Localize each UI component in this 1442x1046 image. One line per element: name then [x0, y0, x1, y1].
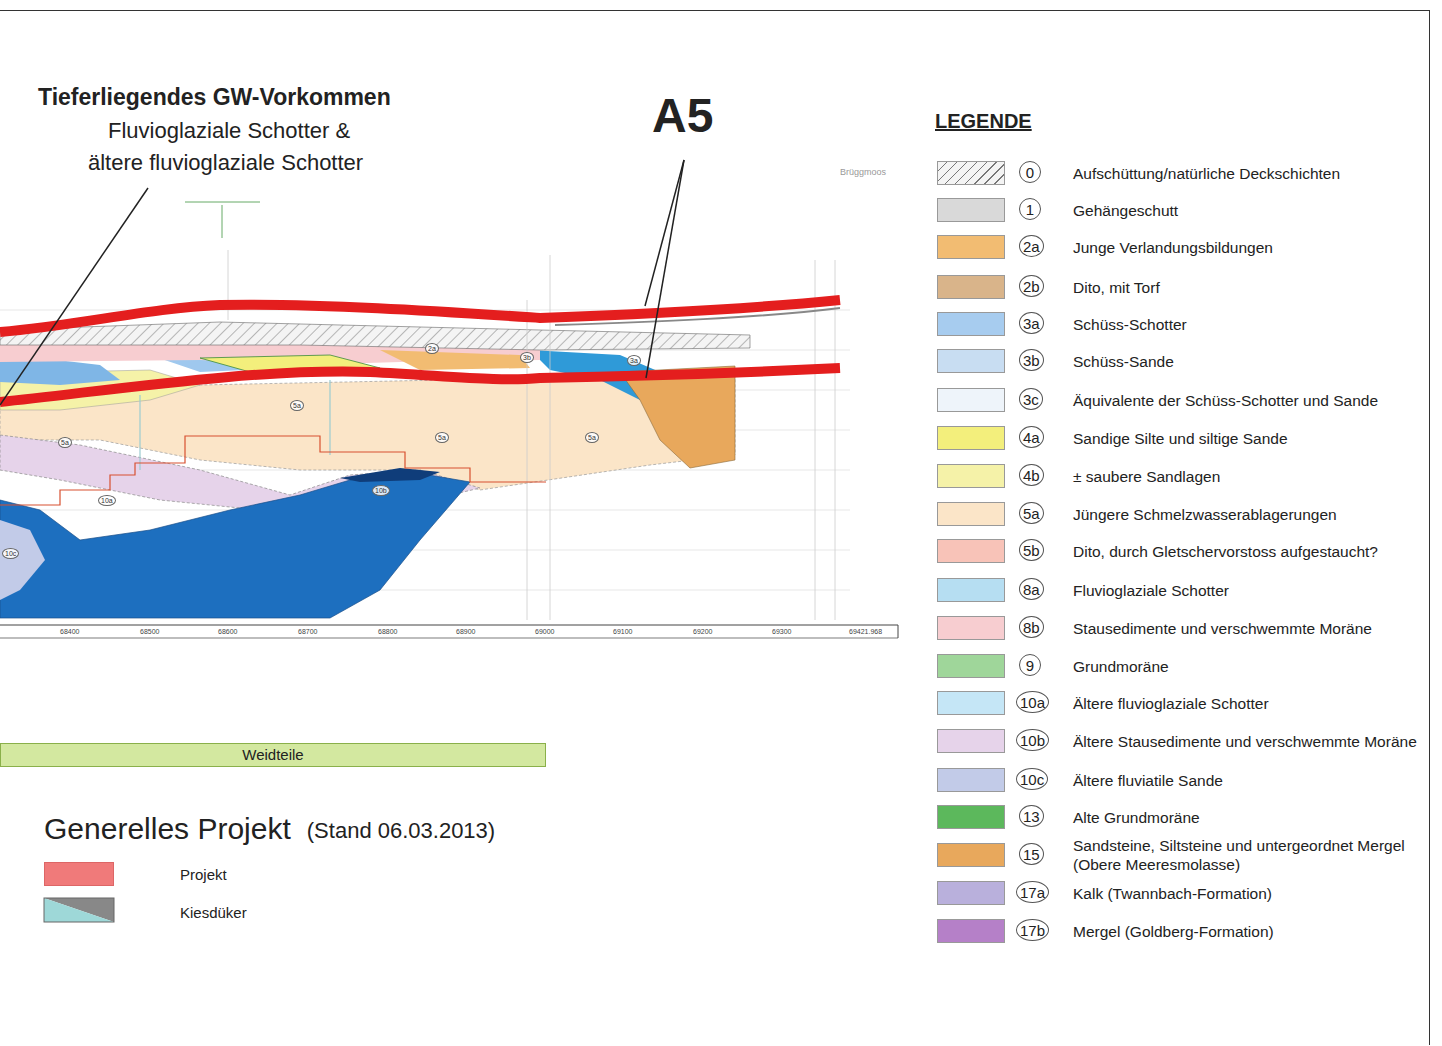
legend-number: 8a — [1019, 578, 1044, 600]
legend-swatch — [937, 843, 1005, 867]
legend-text: Aufschüttung/natürliche Deckschichten — [1073, 164, 1423, 183]
legend-swatch — [937, 349, 1005, 373]
legend-text: Gehängeschutt — [1073, 201, 1423, 220]
legend-number: 8b — [1019, 616, 1044, 638]
place-label: Brüggmoos — [840, 167, 886, 177]
legend-number: 3b — [1019, 349, 1044, 371]
legend-swatch — [937, 768, 1005, 792]
axis-label: 69100 — [613, 628, 632, 635]
legend-text: Äquivalente der Schüss-Schotter und Sand… — [1073, 391, 1423, 410]
legend-number: 17b — [1016, 919, 1049, 941]
legend-number: 4a — [1019, 426, 1044, 448]
legend-number: 13 — [1019, 805, 1044, 827]
layer-callout: 10b — [372, 485, 390, 496]
heading-label: Tieferliegendes GW-Vorkommen — [38, 84, 391, 111]
date-label: (Stand 06.03.2013) — [307, 818, 495, 844]
legend-swatch — [937, 691, 1005, 715]
legend-text: Schüss-Schotter — [1073, 315, 1423, 334]
legend-text: Mergel (Goldberg-Formation) — [1073, 922, 1423, 941]
note-label: ältere fluvioglaziale Schotter — [88, 150, 363, 176]
legend-swatch — [937, 578, 1005, 602]
legend-text: Grundmoräne — [1073, 657, 1423, 676]
layer-callout: 5a — [290, 400, 304, 411]
axis-label: 69000 — [535, 628, 554, 635]
axis-label: 68600 — [218, 628, 237, 635]
note-label: Fluvioglaziale Schotter & — [108, 118, 350, 144]
legend-swatch — [937, 729, 1005, 753]
legend-text: Alte Grundmoräne — [1073, 808, 1423, 827]
diagram-title: Generelles Projekt — [44, 812, 291, 846]
layer-callout: 5a — [435, 432, 449, 443]
legend-text: Sandige Silte und siltige Sande — [1073, 429, 1423, 448]
legend-swatch — [937, 464, 1005, 488]
legend-number: 9 — [1019, 654, 1041, 676]
legend-swatch — [937, 919, 1005, 943]
legend-text: Kalk (Twannbach-Formation) — [1073, 884, 1423, 903]
legend-number: 10c — [1016, 768, 1048, 790]
layer-callout: 10a — [98, 495, 116, 506]
legend-number: 2a — [1019, 235, 1044, 257]
axis-label: 68500 — [140, 628, 159, 635]
axis-label: 68900 — [456, 628, 475, 635]
legend-swatch — [937, 161, 1005, 185]
layer-callout: 2a — [425, 343, 439, 354]
axis-label: 68400 — [60, 628, 79, 635]
layer-callout: 5a — [585, 432, 599, 443]
legend-text: Ältere Stausedimente und verschwemmte Mo… — [1073, 732, 1423, 751]
legend-text: Kiesdüker — [180, 903, 530, 922]
legend-number: 3a — [1019, 312, 1044, 334]
legend-number: 4b — [1019, 464, 1044, 486]
legend-swatch — [937, 198, 1005, 222]
legend-text: Schüss-Sande — [1073, 352, 1423, 371]
legend-swatch — [937, 881, 1005, 905]
band-label: Weidteile — [242, 746, 303, 763]
legend-text: ± saubere Sandlagen — [1073, 467, 1423, 486]
legend-text: Stausedimente und verschwemmte Moräne — [1073, 619, 1423, 638]
legend-number: 15 — [1019, 843, 1044, 865]
legend-text: Ältere fluviatile Sande — [1073, 771, 1423, 790]
legend-swatch — [937, 426, 1005, 450]
legend-text: Sandsteine, Siltsteine und untergeordnet… — [1073, 836, 1423, 874]
legend-swatch — [937, 312, 1005, 336]
legend-text: Projekt — [180, 865, 530, 884]
layer-callout: 5a — [58, 437, 72, 448]
legend-number: 0 — [1019, 161, 1041, 183]
legend-swatch — [937, 805, 1005, 829]
legend-number: 5b — [1019, 539, 1044, 561]
legend-swatch — [937, 502, 1005, 526]
legend-number: 10b — [1016, 729, 1049, 751]
legend-number: 1 — [1019, 198, 1041, 220]
layer-callout: 3a — [627, 355, 641, 366]
legend-swatch — [937, 539, 1005, 563]
legend-text: Dito, mit Torf — [1073, 278, 1423, 297]
legend-text: Fluvioglaziale Schotter — [1073, 581, 1423, 600]
section-name: A5 — [652, 88, 713, 143]
axis-label: 68800 — [378, 628, 397, 635]
legend-text: Dito, durch Gletschervorstoss aufgestauc… — [1073, 542, 1423, 561]
axis-label: 69421.968 — [849, 628, 882, 635]
legend-text: Ältere fluvioglaziale Schotter — [1073, 694, 1423, 713]
axis-label: 68700 — [298, 628, 317, 635]
legend-swatch — [937, 616, 1005, 640]
legend-number: 10a — [1016, 691, 1049, 713]
legend-number: 3c — [1019, 388, 1043, 410]
axis-label: 69300 — [772, 628, 791, 635]
legend-heading: LEGENDE — [935, 110, 1032, 133]
layer-callout: 3b — [520, 352, 534, 363]
legend-swatch — [937, 235, 1005, 259]
axis-label: 69200 — [693, 628, 712, 635]
legend-swatch — [937, 275, 1005, 299]
legend-text: Junge Verlandungsbildungen — [1073, 238, 1423, 257]
legend-number: 5a — [1019, 502, 1044, 524]
legend-number: 2b — [1019, 275, 1044, 297]
legend-number: 17a — [1016, 881, 1049, 903]
legend-swatch — [937, 388, 1005, 412]
legend-text: Jüngere Schmelzwasserablagerungen — [1073, 505, 1423, 524]
legend-swatch — [937, 654, 1005, 678]
band-box: Weidteile — [0, 743, 546, 767]
legend-swatch — [44, 862, 114, 886]
